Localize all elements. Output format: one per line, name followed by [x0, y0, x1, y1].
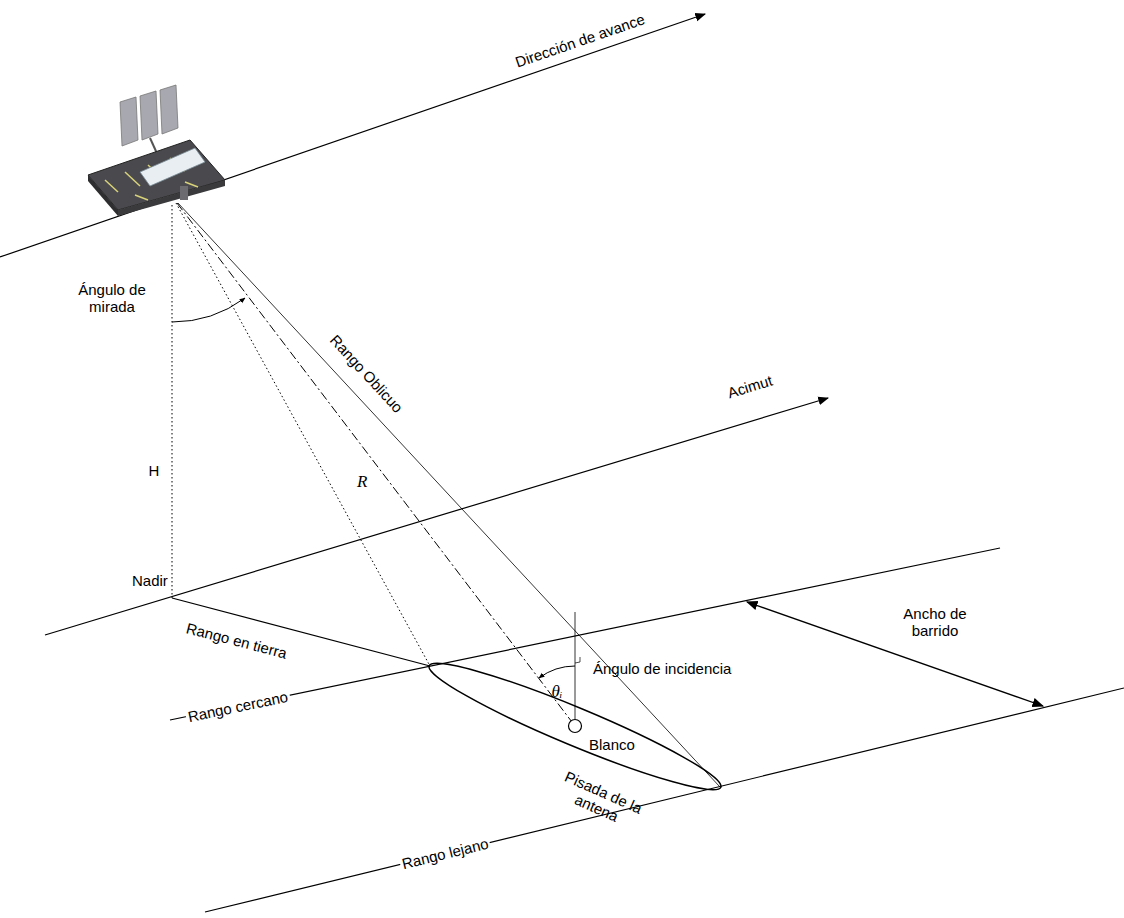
nadir-line: [172, 205, 173, 598]
target-beam-line: [177, 203, 575, 726]
height-label: H: [149, 462, 160, 479]
swath-arrow: [747, 602, 1043, 706]
near-range-line: [170, 548, 1000, 720]
nadir-label: Nadir: [132, 572, 168, 589]
far-range-line: [205, 688, 1124, 912]
target-label: Blanco: [589, 736, 635, 753]
flight-direction-label: Dirección de avance: [513, 10, 647, 71]
incidence-angle-symbol: θᵢ: [552, 682, 563, 702]
azimuth-line: [45, 398, 828, 635]
right-angle-mark: [575, 657, 580, 663]
target-circle: [569, 720, 582, 733]
ground-range-label: Rango en tierra: [184, 619, 288, 662]
near-beam-line: [176, 203, 430, 666]
slant-range-label: Rango Oblicuo: [326, 331, 406, 416]
footprint-label: Pisada de la antena: [552, 766, 648, 834]
incidence-angle-arc: [539, 666, 575, 678]
slant-range-line: [178, 203, 720, 787]
near-range-label: Rango cercano: [184, 687, 291, 725]
azimuth-label: Acimut: [725, 371, 774, 401]
look-angle-label: Ángulo de mirada: [67, 281, 157, 316]
look-angle-arc: [172, 298, 245, 322]
flight-line: [0, 14, 705, 257]
swath-width-label: Ancho de barrido: [885, 605, 985, 640]
incidence-angle-label: Ángulo de incidencia: [593, 660, 731, 677]
ground-range-line: [172, 598, 430, 666]
satellite: [88, 85, 225, 216]
range-symbol: R: [357, 472, 367, 492]
far-range-label: Rango lejano: [398, 834, 492, 873]
